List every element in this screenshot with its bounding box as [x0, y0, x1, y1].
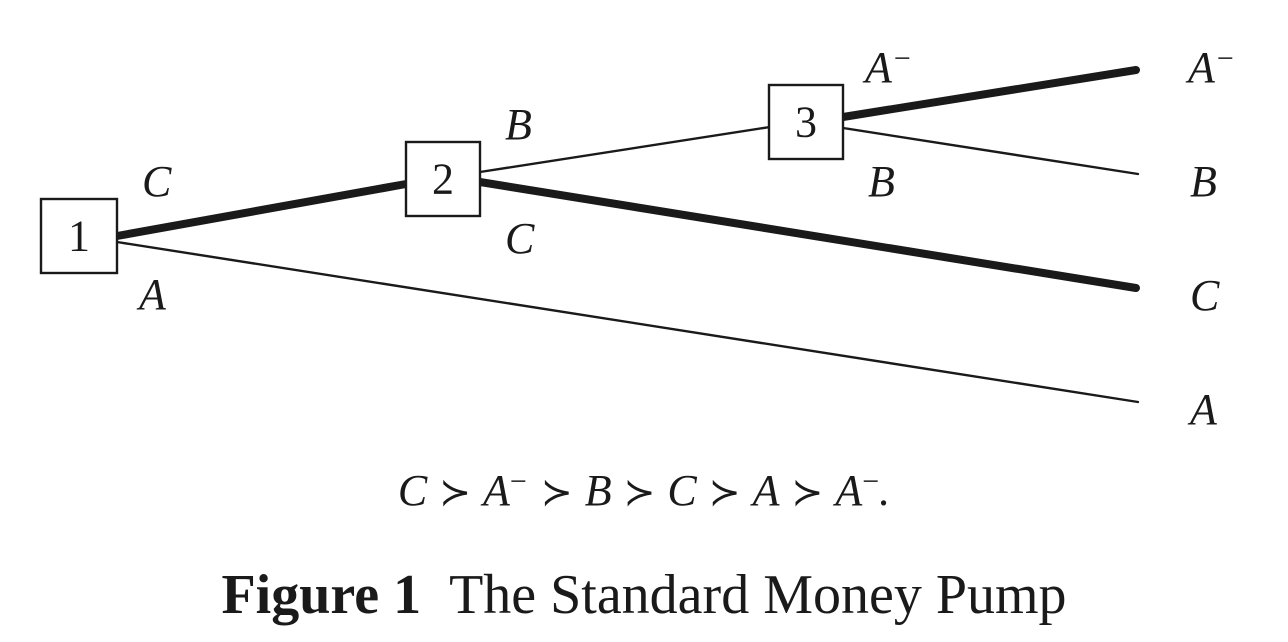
pref-symbol-3: ≻: [624, 470, 656, 514]
pref-symbol-2: ≻: [541, 470, 573, 514]
pref-item-4: C: [667, 466, 697, 515]
outcome-a-minus: A−: [1185, 42, 1235, 92]
pref-symbol-1: ≻: [439, 470, 471, 514]
pref-symbol-5: ≻: [792, 470, 824, 514]
branch-label-n3-up-sup: −: [892, 42, 912, 75]
branch-label-n1-up: C: [142, 157, 172, 206]
node-1-number: 1: [68, 212, 90, 261]
outcome-1-letter: A: [1185, 43, 1216, 92]
outcome-a: A: [1187, 385, 1218, 434]
node-3-number: 3: [795, 98, 817, 147]
branch-2-to-3: [478, 125, 772, 174]
decision-node-3: 3: [767, 83, 845, 161]
pref-item-5: A: [750, 466, 781, 515]
branch-label-n1-down: A: [136, 270, 167, 319]
pref-item-1: C: [398, 466, 428, 515]
branch-label-n2-up: B: [505, 100, 532, 149]
decision-node-1: 1: [39, 197, 119, 275]
decision-node-2: 2: [404, 140, 482, 218]
outcome-c: C: [1190, 271, 1220, 320]
branch-3-to-B: [841, 126, 1140, 176]
caption-title: The Standard Money Pump: [449, 564, 1066, 626]
preference-chain: C ≻ A− ≻ B ≻ C ≻ A ≻ A−.: [398, 465, 890, 515]
pref-end: .: [879, 466, 890, 515]
caption-number: Figure 1: [221, 564, 421, 626]
branch-3-to-Aminus: [839, 66, 1140, 121]
branch-label-n2-down: C: [505, 214, 535, 263]
outcome-1-sup: −: [1215, 42, 1235, 75]
branch-label-n3-up-letter: A: [862, 43, 893, 92]
branch-label-n3-up: A−: [862, 42, 912, 92]
pref-item-2-sup: −: [510, 465, 527, 498]
pref-item-6-sup: −: [862, 465, 879, 498]
pref-symbol-4: ≻: [709, 470, 741, 514]
branch-1-to-A: [115, 240, 1140, 404]
branch-2-to-C: [476, 178, 1140, 292]
node-2-number: 2: [432, 155, 454, 204]
pref-item-3: B: [585, 466, 612, 515]
pref-item-6: A: [832, 466, 863, 515]
pref-item-2: A: [480, 466, 511, 515]
branch-1-to-2: [113, 180, 410, 240]
branch-label-n3-down: B: [868, 157, 895, 206]
outcome-b: B: [1190, 157, 1217, 206]
figure-caption: Figure 1 The Standard Money Pump: [221, 564, 1066, 626]
